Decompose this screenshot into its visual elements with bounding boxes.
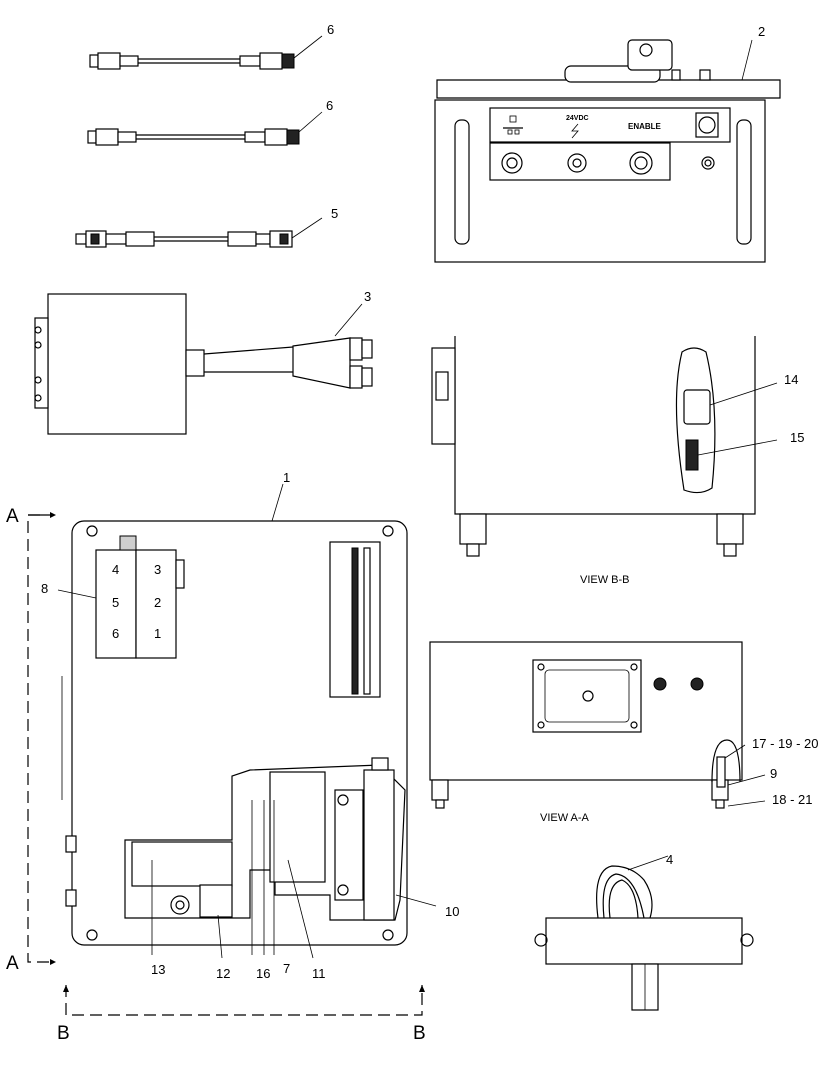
- callout-1: 1: [283, 470, 290, 485]
- view-aa-label: VIEW A-A: [540, 812, 590, 824]
- callout-14: 14: [784, 372, 798, 387]
- relay-number-5: 5: [112, 595, 119, 610]
- view-bb: [431, 336, 778, 557]
- relay-number-6: 6: [112, 626, 119, 641]
- callout-2: 2: [758, 24, 765, 39]
- callout-16: 16: [256, 966, 270, 981]
- main-panel-1: [57, 483, 437, 959]
- callout-11: 11: [312, 966, 326, 981]
- view-bb-label: VIEW B-B: [580, 574, 630, 586]
- section-mark-b-left: B: [57, 1023, 70, 1044]
- relay-number-3: 3: [154, 562, 161, 577]
- section-mark-a-top: A: [6, 506, 19, 527]
- callout-15: 15: [790, 430, 804, 445]
- cable-assembly-6-top: [89, 35, 323, 70]
- relay-number-4: 4: [112, 562, 119, 577]
- view-aa: [429, 641, 766, 809]
- callout-6a: 6: [327, 22, 334, 37]
- callout-13: 13: [151, 962, 165, 977]
- section-lines: [27, 512, 425, 1016]
- cable-assembly-6-bottom: [87, 111, 323, 146]
- panel-label-voltage: 24VDC: [566, 115, 589, 122]
- callout-18-21: 18 - 21: [772, 792, 812, 807]
- section-mark-b-right: B: [413, 1023, 426, 1044]
- callout-5: 5: [331, 206, 338, 221]
- junction-box-3: [34, 293, 373, 435]
- callout-labels: 1 2 3 4 5 6 6 7 8 9 10 11 12 13 14 15 16…: [6, 22, 819, 1044]
- callout-4: 4: [666, 852, 673, 867]
- cable-assembly-5: [75, 217, 323, 248]
- control-box-2: [434, 39, 781, 263]
- panel-label-enable: ENABLE: [628, 122, 662, 131]
- relay-number-1: 1: [154, 626, 161, 641]
- callout-12: 12: [216, 966, 230, 981]
- callout-9: 9: [770, 766, 777, 781]
- section-mark-a-bottom: A: [6, 953, 19, 974]
- callout-17-19-20: 17 - 19 - 20: [752, 736, 819, 751]
- callout-6b: 6: [326, 98, 333, 113]
- callout-3: 3: [364, 289, 371, 304]
- callout-10: 10: [445, 904, 459, 919]
- callout-7: 7: [283, 961, 290, 976]
- callout-8: 8: [41, 581, 48, 596]
- relay-number-2: 2: [154, 595, 161, 610]
- harness-connector-4: [534, 855, 754, 1011]
